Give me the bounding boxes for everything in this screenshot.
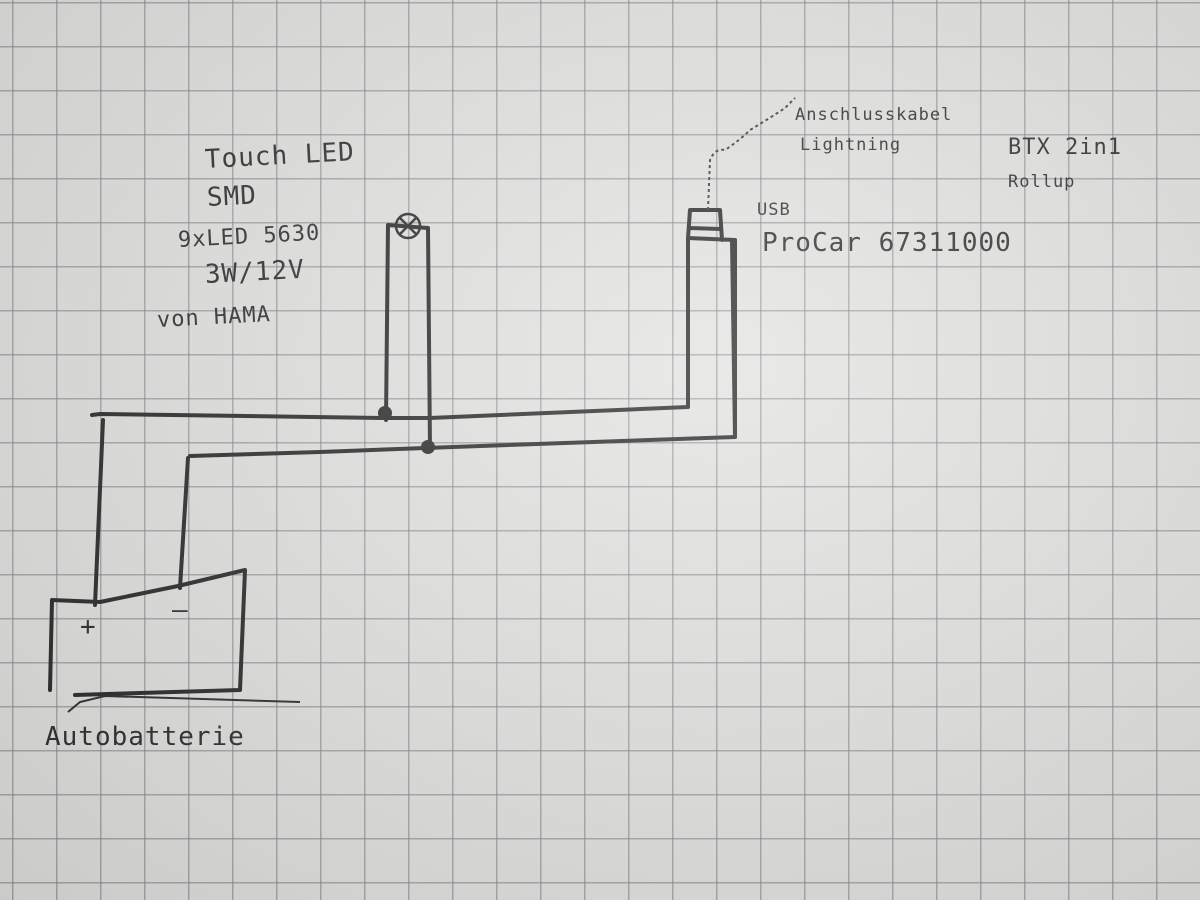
battery-negative-lead xyxy=(178,456,190,590)
usb-label: USB xyxy=(757,200,791,220)
junction-dot xyxy=(421,440,435,454)
battery-label: Autobatterie xyxy=(45,722,245,752)
cable-type-label: Lightning xyxy=(800,135,902,155)
battery-plus-label: + xyxy=(80,612,97,642)
positive-wire xyxy=(90,236,690,420)
device-label: BTX 2in1 xyxy=(1008,135,1122,160)
cable-label: Anschlusskabel xyxy=(795,105,953,125)
usb-model-label: ProCar 67311000 xyxy=(762,228,1012,258)
device-type-label: Rollup xyxy=(1008,172,1076,192)
battery-label-swoosh xyxy=(67,694,301,713)
led-type-label: SMD xyxy=(206,180,258,213)
junction-dot xyxy=(378,406,392,420)
battery-positive-lead xyxy=(93,418,105,607)
lamp-symbol xyxy=(394,212,422,240)
battery-box xyxy=(48,568,247,697)
usb-adapter-body xyxy=(686,208,737,439)
led-power-label: 3W/12V xyxy=(204,254,306,290)
battery-minus-label: — xyxy=(172,595,189,625)
connection-cable xyxy=(707,97,796,211)
